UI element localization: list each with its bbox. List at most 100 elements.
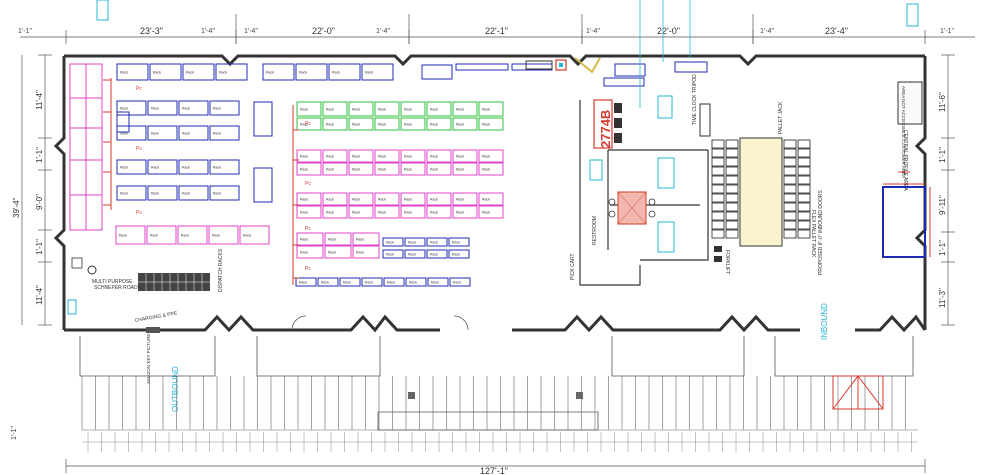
rack-bay-label: Rack xyxy=(456,211,464,215)
rack-bay-label: Rack xyxy=(213,192,221,196)
unit-number-box xyxy=(593,99,613,149)
pallet-slot xyxy=(797,166,811,176)
rack-bay xyxy=(361,63,394,81)
rack-bay-label: Rack xyxy=(404,211,412,215)
rack-bay-label: Rack xyxy=(404,123,412,127)
rack-bay-label: Rack xyxy=(387,281,395,285)
right-dim-2: 1'-1" xyxy=(938,147,947,163)
rack-bay-label: Rack xyxy=(409,281,417,285)
rack-bay xyxy=(452,117,478,131)
rack-bay xyxy=(405,277,427,287)
left-dimension-line xyxy=(21,54,52,326)
rack-bay xyxy=(374,149,400,163)
pallet-slot xyxy=(783,175,797,185)
red-conveyor-left xyxy=(103,78,112,210)
rack-bay-label: Rack xyxy=(408,253,416,257)
rack-bay xyxy=(116,159,147,175)
rack-bay-label: Rack xyxy=(299,71,307,75)
rack-bay-label: Rack xyxy=(120,192,128,196)
rack-bay-label: Rack xyxy=(482,168,490,172)
rack-bay-label: Rack xyxy=(120,71,128,75)
rack-bay-label: Rack xyxy=(456,155,464,159)
rack-bay-label: Rack xyxy=(404,168,412,172)
rack-bay xyxy=(178,159,209,175)
rack-bay-label: Rack xyxy=(343,281,351,285)
pallet-slot xyxy=(783,220,797,230)
left-dim-4: 1'-1" xyxy=(35,239,44,255)
rack-bay xyxy=(262,63,295,81)
rack-bay-label: Rack xyxy=(430,108,438,112)
dispatch-label: DISPATCH RACKS xyxy=(218,248,224,292)
rack-bay-label: Rack xyxy=(378,211,386,215)
left-dim-1: 11'-4" xyxy=(35,90,44,110)
rack-bay xyxy=(478,117,504,131)
rack-bay xyxy=(348,149,374,163)
rack-bay xyxy=(400,117,426,131)
dock-marker-1 xyxy=(408,392,415,399)
left-magenta-bays xyxy=(69,63,103,231)
rack-bay-label: Rack xyxy=(151,107,159,111)
rack-bay-label: Rack xyxy=(356,251,364,255)
inbound-label: INBOUND xyxy=(820,303,829,340)
pallet-slot xyxy=(711,175,725,185)
rack-bay-label: Rack xyxy=(356,238,364,242)
rack-bay-label: Rack xyxy=(150,234,158,238)
rack-bay xyxy=(383,277,405,287)
pallet-slot xyxy=(797,148,811,158)
rack-bay-label: Rack xyxy=(213,107,221,111)
rack-bay xyxy=(374,117,400,131)
central-area-label: CENTRAL PROFILE AREA xyxy=(902,130,908,191)
multi-purpose-label: MULTI PURPOSE xyxy=(92,279,133,285)
rack-bay-label: Rack xyxy=(182,107,190,111)
rack-bay xyxy=(382,249,404,259)
area-not-accessible-label: AREA NOT ACCESSIBLE CUSTOMER AREA xyxy=(901,86,906,178)
parking-stalls xyxy=(81,376,918,431)
rack-bay-label: Rack xyxy=(482,198,490,202)
right-dim-3: 9'-11" xyxy=(938,195,947,215)
rack-bay xyxy=(400,192,426,206)
conveyor-tag: Pc xyxy=(305,226,311,232)
top-small-dim-2: 1'-4" xyxy=(244,28,258,35)
rack-bay-label: Rack xyxy=(151,132,159,136)
rack-bay-label: Rack xyxy=(430,155,438,159)
rack-bay xyxy=(348,101,374,117)
pallet-slot xyxy=(725,220,739,230)
rack-bay xyxy=(147,125,178,141)
inbound-staging-box xyxy=(882,186,926,258)
rack-bay xyxy=(448,249,470,259)
time-clock-label: TIME CLOCK TRIPOD xyxy=(692,74,698,125)
rack-bay xyxy=(116,185,147,201)
rack-bay xyxy=(374,101,400,117)
rack-bay-label: Rack xyxy=(326,211,334,215)
rack-bay xyxy=(116,111,130,133)
pallet-slot xyxy=(725,229,739,239)
rack-bay-label: Rack xyxy=(300,123,308,127)
rack-bay-label: Rack xyxy=(482,123,490,127)
pallet-slot xyxy=(797,229,811,239)
rack-bay xyxy=(374,205,400,219)
unit-number: 2774B xyxy=(598,110,613,148)
rack-bay-label: Rack xyxy=(300,108,308,112)
pallet-slot xyxy=(783,148,797,158)
cyan-lines xyxy=(639,0,691,108)
rack-bay-label: Rack xyxy=(386,241,394,245)
rack-bay xyxy=(452,149,478,163)
top-dimension-line xyxy=(20,14,975,44)
red-truck-box xyxy=(832,375,884,410)
rack-bay xyxy=(400,149,426,163)
pallet-slot xyxy=(783,229,797,239)
rack-bay-label: Rack xyxy=(404,108,412,112)
forklift-icons xyxy=(714,246,722,262)
rack-bay xyxy=(352,232,380,246)
cabinets xyxy=(614,103,622,143)
rack-bay-label: Rack xyxy=(378,108,386,112)
top-small-dim-4: 1'-4" xyxy=(586,28,600,35)
rack-bay-label: Rack xyxy=(326,123,334,127)
rack-bay-label: Rack xyxy=(182,192,190,196)
rack-bay-label: Rack xyxy=(300,198,308,202)
rack-bay-label: Rack xyxy=(404,198,412,202)
pick-cart-label: PICK CART xyxy=(570,253,576,280)
rack-bay-label: Rack xyxy=(212,234,220,238)
rack-bay xyxy=(147,185,178,201)
